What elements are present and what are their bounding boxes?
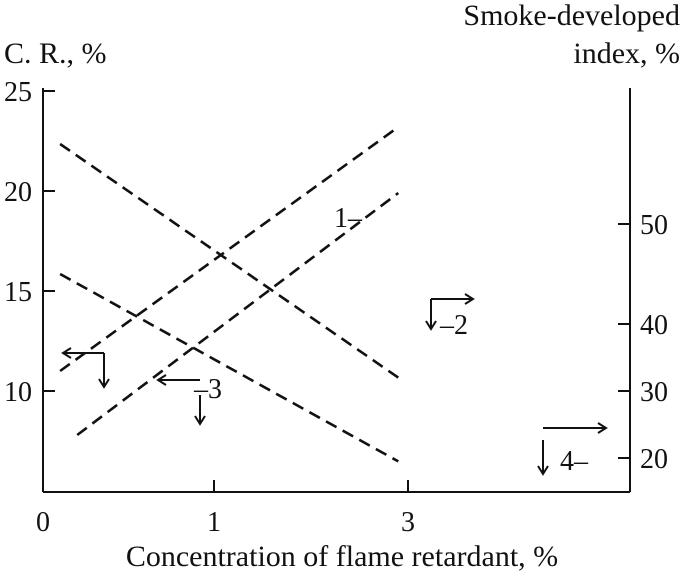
left-tick-label-20: 20 (4, 177, 32, 208)
left-tick-label-15: 15 (4, 277, 32, 308)
series-line-4 (59, 272, 399, 463)
series-layer (59, 125, 400, 463)
series-label-1: 1– (334, 203, 363, 234)
series-line-2 (59, 142, 400, 379)
series-line-1 (59, 125, 400, 373)
series-label-3: –3 (193, 374, 222, 405)
left-axis-title: C. R., % (4, 37, 107, 70)
arrow-series-4 (537, 422, 608, 476)
right-tick-label-50: 50 (640, 210, 668, 241)
left-tick-label-10: 10 (4, 377, 32, 408)
series-label-2: –2 (439, 310, 468, 341)
right-tick-label-20: 20 (640, 444, 668, 475)
left-tick-label-25: 25 (4, 77, 32, 108)
arrow-series-2 (425, 293, 475, 331)
arrow-series-1 (61, 347, 110, 389)
x-tick-label-0: 0 (36, 507, 50, 538)
x-tick-label-1: 1 (207, 507, 221, 538)
series-label-4: 4– (560, 446, 589, 477)
x-axis-title: Concentration of flame retardant, % (126, 540, 558, 573)
arrow-series-3 (156, 374, 206, 426)
right-tick-label-40: 40 (640, 310, 668, 341)
right-axis-title-line1: Smoke-developed (463, 0, 680, 32)
x-tick-label-3: 3 (401, 507, 415, 538)
right-tick-label-30: 30 (640, 377, 668, 408)
right-axis-title-line2: index, % (573, 37, 680, 70)
series-line-3 (76, 191, 400, 437)
